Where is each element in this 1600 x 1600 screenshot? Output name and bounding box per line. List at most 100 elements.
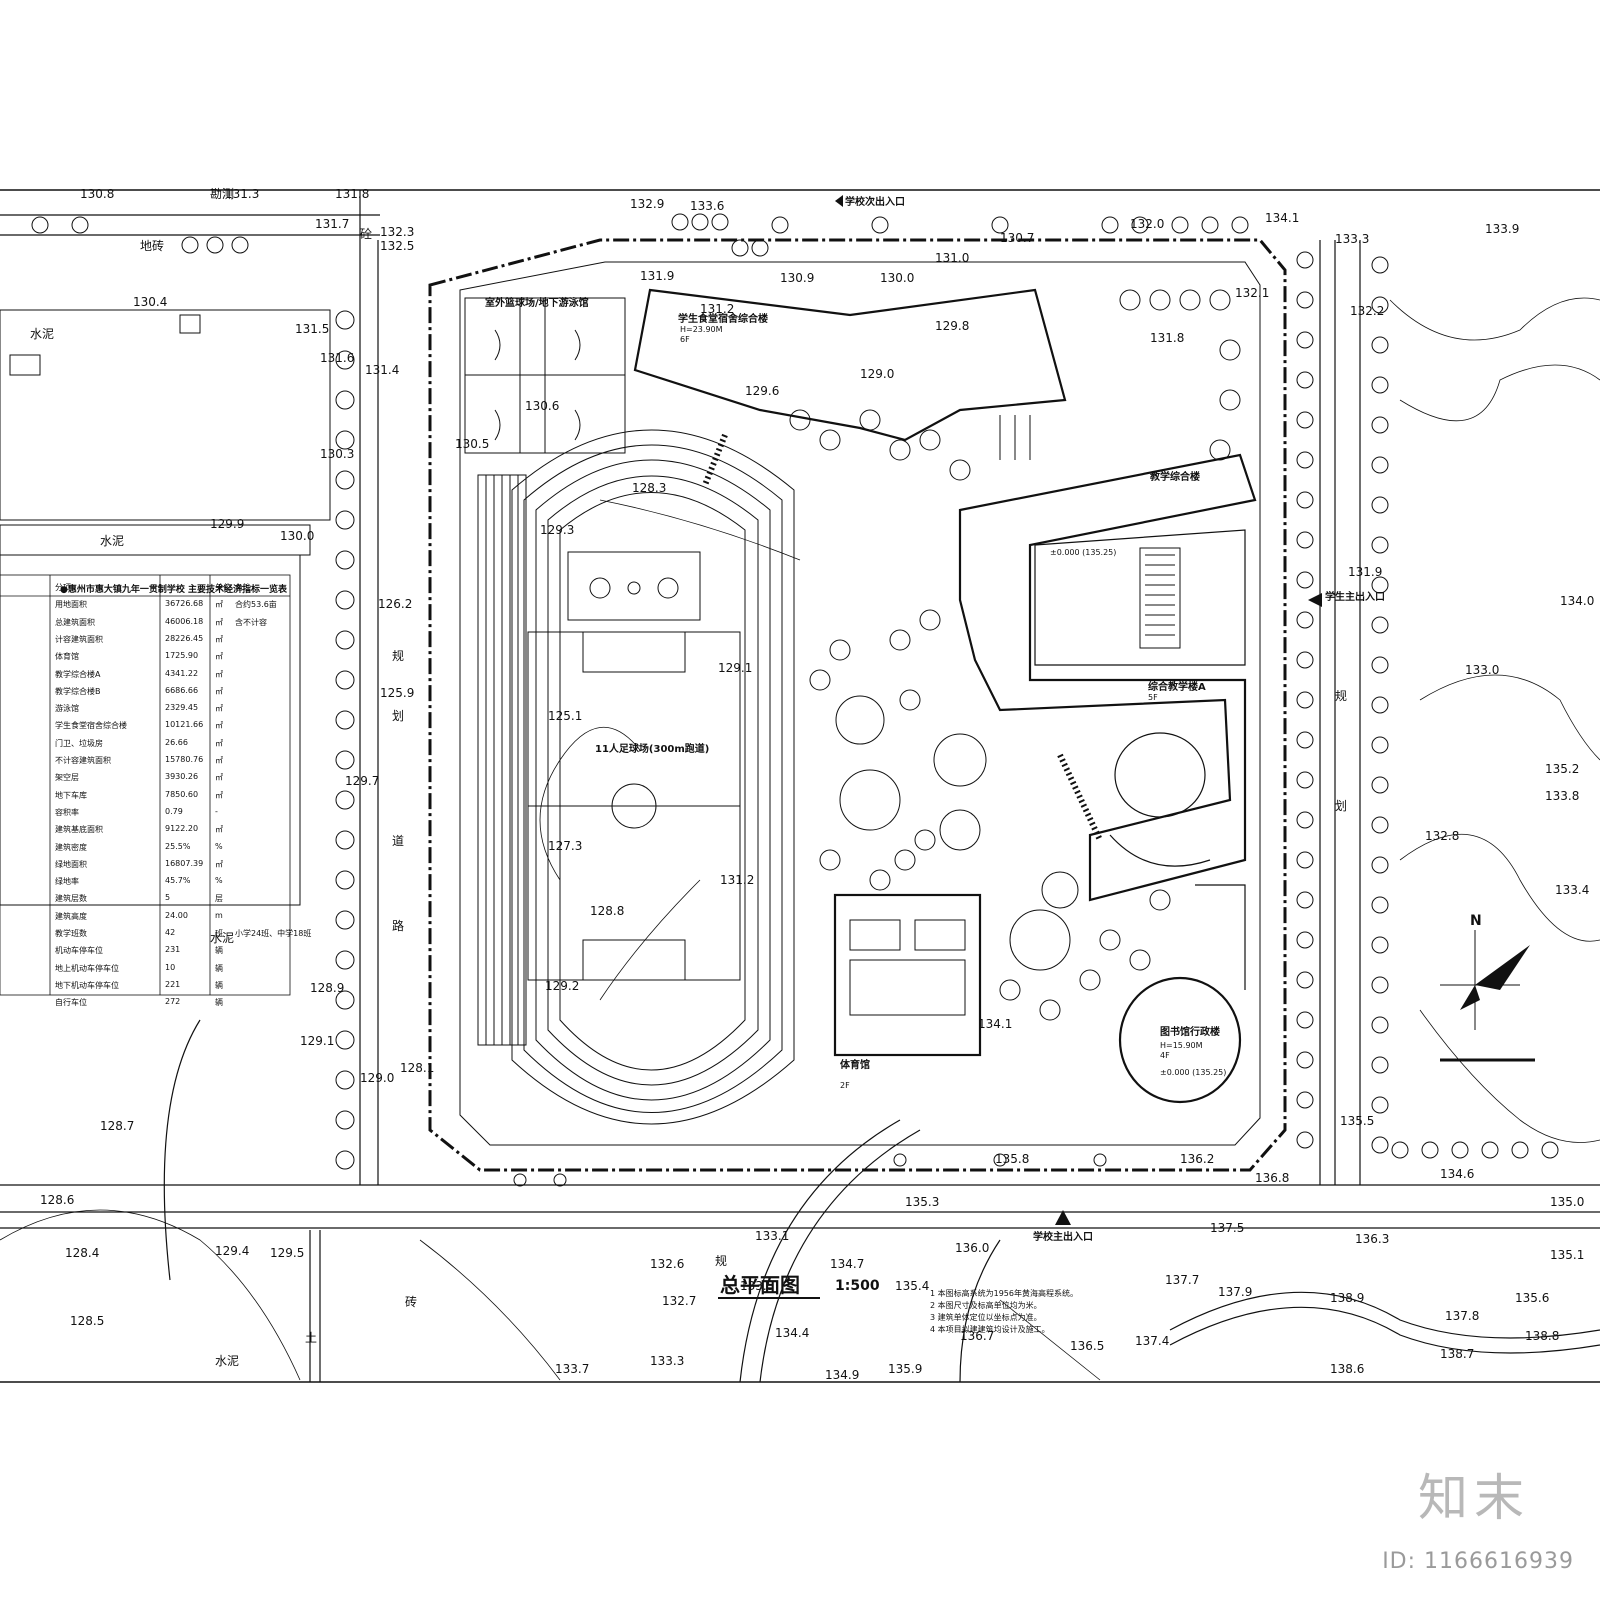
index-table-cell: %	[215, 876, 223, 886]
floor-count: 6F	[680, 335, 690, 344]
elevation: 134.7	[830, 1257, 864, 1271]
gate-secondary-label: 学校次出入口	[845, 195, 905, 208]
teaching-building-outline	[958, 453, 1257, 902]
elevation: 130.0	[280, 529, 314, 543]
index-table-cell: 辆	[215, 980, 223, 990]
index-table-cell: ㎡	[215, 634, 223, 644]
elevation: 137.9	[1218, 1285, 1252, 1299]
drawing-title: 总平面图	[720, 1273, 800, 1297]
floor-marker: ±0.000 (135.25)	[1050, 548, 1116, 557]
elevation: 133.4	[1555, 883, 1589, 897]
library-label: 图书馆行政楼	[1160, 1025, 1220, 1038]
elevation: 131.7	[315, 217, 349, 231]
elevation: 132.1	[1235, 286, 1269, 300]
floor-marker: ±0.000 (135.25)	[1160, 1068, 1226, 1077]
index-table-cell: ㎡	[215, 704, 223, 714]
gate-main-label: 学校主出入口	[1033, 1230, 1093, 1243]
elevation: 138.7	[1440, 1347, 1474, 1361]
road-label-plan-west2: 划	[392, 709, 404, 723]
elevation: 130.8	[80, 187, 114, 201]
brand-watermark: 知末	[1418, 1469, 1530, 1527]
elevation: 136.0	[955, 1241, 989, 1255]
elevation: 138.6	[1330, 1362, 1364, 1376]
index-table-cell: 231	[165, 945, 181, 955]
index-table-cell: 班	[215, 929, 223, 938]
index-table-cell: 0.79	[165, 806, 183, 816]
elevation: 129.0	[860, 367, 894, 381]
index-table-cell: 地下机动车停车位	[55, 980, 119, 990]
elevation: 134.6	[1440, 1167, 1474, 1181]
index-table-cell: 建筑基底面积	[55, 825, 103, 835]
elevation: 128.6	[40, 1193, 74, 1207]
road-label-plan-west4: 路	[392, 918, 404, 933]
index-table-cell: 教学综合楼A	[55, 669, 101, 679]
index-table-cell: 28226.45	[165, 633, 204, 643]
elevation: 135.2	[1545, 762, 1579, 776]
road-label-conc: 砼	[360, 227, 372, 241]
elevation: 129.6	[745, 384, 779, 398]
gate-secondary-arrow-icon	[835, 195, 843, 207]
nw-neighbour-block	[0, 309, 331, 906]
running-track	[477, 429, 795, 1125]
elevation: 137.8	[1445, 1309, 1479, 1323]
index-table-cell: 容积率	[55, 807, 79, 817]
elevation: 136.7	[960, 1329, 994, 1343]
north-arrow	[1440, 930, 1535, 1062]
elevation: 131.0	[935, 251, 969, 265]
elevation: 130.0	[880, 271, 914, 285]
elevation: 137.7	[1165, 1273, 1199, 1287]
index-table-cell: 24.00	[165, 910, 188, 920]
elevation: 130.5	[455, 437, 489, 451]
index-table-cell: 45.7%	[165, 876, 191, 886]
elevation: 131.3	[225, 187, 259, 201]
elevation: 129.1	[718, 661, 752, 675]
index-table-grid	[0, 574, 291, 996]
inner-road-loop	[459, 261, 1261, 1146]
index-table-cell: 4341.22	[165, 668, 199, 678]
elevation: 128.9	[310, 981, 344, 995]
elevation: 130.9	[780, 271, 814, 285]
height-marker: H=23.90M	[680, 325, 723, 334]
index-table-cell: 辆	[215, 946, 223, 956]
elevation: 138.8	[1525, 1329, 1559, 1343]
dorm-label: 学生食堂宿舍综合楼	[678, 312, 768, 325]
elevation: 134.1	[1265, 211, 1299, 225]
index-table-cell: 3930.26	[165, 772, 199, 782]
index-table-cell: ㎡	[215, 756, 223, 765]
index-table-cell: 门卫、垃圾房	[55, 738, 103, 748]
elevation: 130.3	[320, 447, 354, 461]
road-label-concrete1: 水泥	[30, 327, 54, 341]
elevation: 135.0	[1550, 1195, 1584, 1209]
elevation: 130.7	[1000, 231, 1034, 245]
stair-hatch	[702, 415, 1181, 842]
elevation: 133.9	[1485, 222, 1519, 236]
index-table-cell: 合约53.6亩	[235, 600, 277, 610]
elevation: 136.2	[1180, 1152, 1214, 1166]
drawing-scale: 1:500	[835, 1278, 880, 1294]
index-table-cell: 建筑密度	[55, 842, 87, 852]
elevation: 132.8	[1425, 829, 1459, 843]
gate-student-arrow-icon	[1308, 593, 1322, 607]
index-table-cell: 15780.76	[165, 755, 204, 764]
index-table-cell: 6686.66	[165, 685, 199, 695]
elevation: 135.1	[1550, 1248, 1584, 1262]
elevation: 129.2	[545, 979, 579, 993]
index-table-cell: 辆	[215, 963, 223, 973]
index-table-cell: 272	[165, 997, 181, 1007]
football-pitch	[527, 551, 741, 981]
elevation: 131.5	[295, 322, 329, 336]
